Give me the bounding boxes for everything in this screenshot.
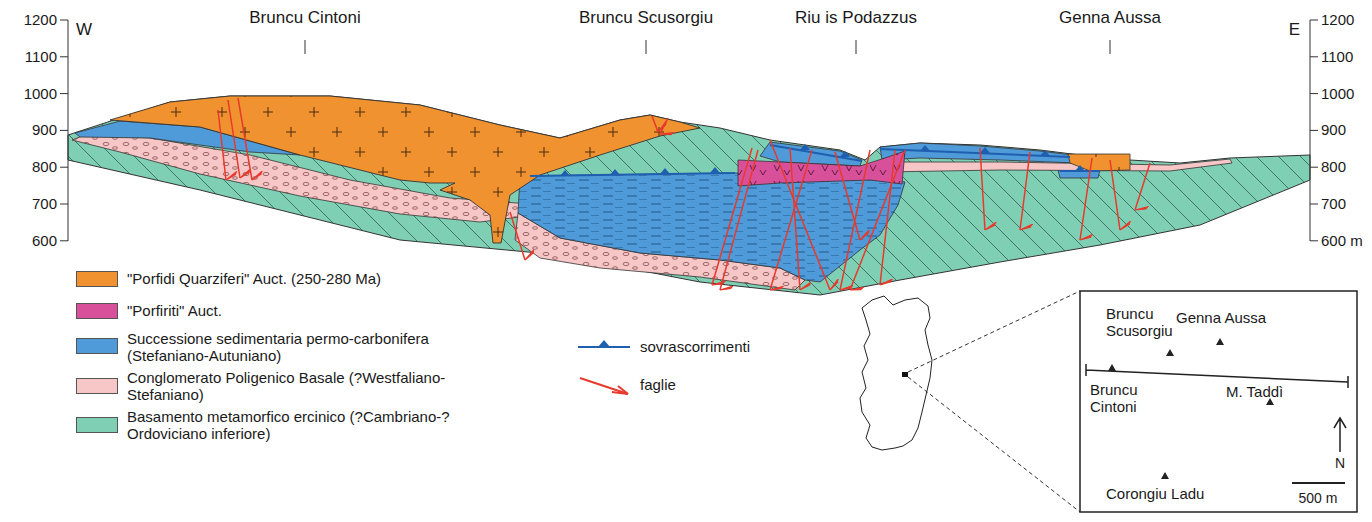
elevation-label: 900 xyxy=(1321,122,1346,139)
legend-swatch xyxy=(76,303,118,319)
elevation-label: 700 xyxy=(1321,195,1346,212)
legend-text: Conglomerato Poligenico Basale (?Westfal… xyxy=(127,369,462,404)
elevation-label: 1200 xyxy=(24,11,57,28)
scale-bar-label: 500 m xyxy=(1299,490,1338,506)
map-locality: M. Taddì xyxy=(1226,383,1283,400)
locality-name: Bruncu Scusorgiu xyxy=(579,8,713,28)
north-arrow-label: N xyxy=(1335,455,1345,471)
elevation-label: 700 xyxy=(32,195,57,212)
locator-map xyxy=(860,291,1357,512)
legend-text: Basamento metamorfico ercinico (?Cambria… xyxy=(127,408,462,443)
elevation-label: 600 m xyxy=(1321,232,1363,249)
elevation-label: 1000 xyxy=(1321,85,1354,102)
legend-swatch xyxy=(76,417,118,433)
locality-name: Genna Aussa xyxy=(1059,8,1161,28)
legend-swatch xyxy=(76,338,118,354)
legend-text: Successione sedimentaria permo-carbonife… xyxy=(127,330,462,365)
elevation-label: 1100 xyxy=(1321,48,1353,65)
orientation: E xyxy=(1289,20,1300,40)
legend-text: sovrascorrimenti xyxy=(640,338,840,355)
elevation-label: 800 xyxy=(32,159,57,176)
legend-text: "Porfidi Quarziferi" Auct. (250-280 Ma) xyxy=(127,270,462,287)
legend-text: faglie xyxy=(640,376,840,393)
locality-name: Bruncu Cintoni xyxy=(249,8,361,28)
elevation-label: 900 xyxy=(32,122,57,139)
elevation-label: 1200 xyxy=(1321,11,1354,28)
locality-name: Riu is Podazzus xyxy=(795,8,917,28)
elevation-label: 1000 xyxy=(24,85,57,102)
section xyxy=(60,20,1318,295)
map-locality: Bruncu Cintoni xyxy=(1090,381,1165,416)
elevation-label: 600 xyxy=(32,232,57,249)
legend-text: "Porfiriti" Auct. xyxy=(127,302,462,319)
orientation: W xyxy=(76,20,92,40)
legend-swatch xyxy=(76,378,118,394)
elevation-label: 1100 xyxy=(25,48,57,65)
legend-swatch xyxy=(76,271,118,287)
map-locality: Corongiu Ladu xyxy=(1106,485,1204,502)
elevation-label: 800 xyxy=(1321,159,1346,176)
legend-samples xyxy=(578,340,630,394)
map-locality: Genna Aussa xyxy=(1176,309,1266,326)
